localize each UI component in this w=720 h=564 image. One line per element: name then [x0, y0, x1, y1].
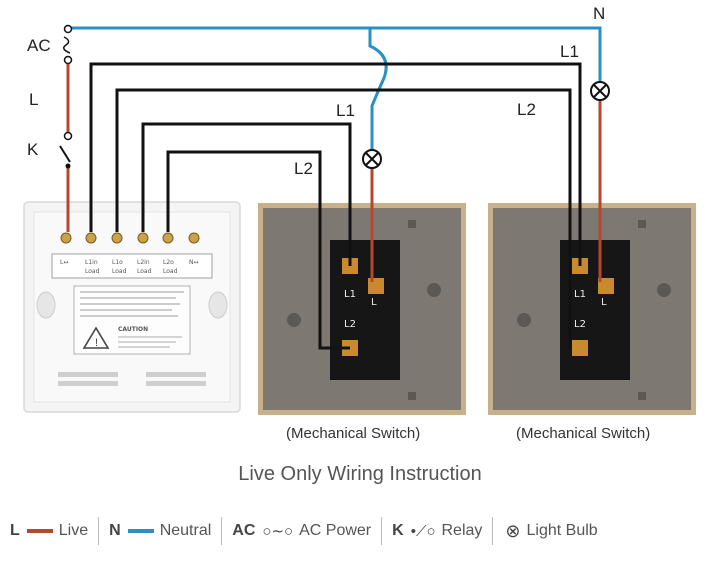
legend-ac: AC ○∼○ AC Power: [221, 517, 381, 545]
legend-relay-label: Relay: [441, 522, 483, 539]
mech-terminal-label: L: [601, 297, 607, 308]
terminal-label: L2in: [137, 259, 150, 266]
terminal-sublabel: Load: [112, 268, 127, 275]
terminal-sublabel: Load: [137, 268, 152, 275]
mechanical-switch-left: L1 L L2: [258, 203, 466, 415]
legend-bulb: ⊗ Light Bulb: [492, 517, 607, 545]
mechanical-switch-right: L1 L L2: [488, 203, 696, 415]
neutral-wire: [70, 26, 602, 150]
light-bulb-icon: [362, 149, 382, 169]
light-bulb-icon: ⊗: [505, 520, 521, 541]
wire-label-l1: L1: [336, 101, 355, 120]
terminal-label: L2o: [163, 259, 174, 266]
neutral-swatch: [127, 529, 154, 533]
mech-terminal-label: L: [371, 297, 377, 308]
wire-label-l2: L2: [517, 100, 536, 119]
legend-live: L Live: [0, 517, 98, 545]
legend-neutral-key: N: [109, 522, 121, 539]
terminal-label: L1o: [112, 259, 123, 266]
relay-icon: [59, 131, 73, 169]
terminal-sublabel: Load: [85, 268, 100, 275]
wire-label-l1: L1: [560, 42, 579, 61]
legend-relay: K •⟋○ Relay: [381, 517, 492, 545]
ac-source-icon: [63, 24, 73, 65]
terminal-screws: [60, 232, 200, 244]
legend-neutral: N Neutral: [98, 517, 221, 545]
traveller-wires: [89, 62, 582, 350]
light-bulb-icon: [590, 81, 610, 101]
legend-bulb-label: Light Bulb: [526, 522, 598, 539]
mech-terminal-label: L2: [574, 319, 586, 330]
neutral-label: N: [593, 4, 606, 23]
terminal-label: N↔: [189, 259, 199, 266]
mech-terminal-label: L1: [574, 289, 586, 300]
legend-ac-label: AC Power: [299, 522, 372, 539]
live-label: L: [29, 90, 39, 109]
legend-neutral-label: Neutral: [159, 522, 212, 539]
mech-terminal-label: L1: [344, 289, 356, 300]
legend-live-label: Live: [58, 522, 89, 539]
wire-label-l2: L2: [294, 159, 313, 178]
ac-power-icon: ○∼○: [262, 523, 294, 540]
legend-live-key: L: [10, 522, 20, 539]
terminal-sublabel: Load: [163, 268, 178, 275]
svg-text:!: !: [95, 337, 98, 349]
live-swatch: [26, 529, 53, 533]
legend: L Live N Neutral AC ○∼○ AC Power K •⟋○ R…: [0, 514, 720, 548]
caution-label: CAUTION: [118, 326, 148, 333]
terminal-label: L1in: [85, 259, 98, 266]
live-wires: [66, 62, 602, 282]
mech-terminal-label: L2: [344, 319, 356, 330]
diagram-title: Live Only Wiring Instruction: [238, 463, 482, 485]
ac-label: AC: [27, 36, 51, 55]
legend-relay-key: K: [392, 522, 404, 539]
terminal-label: L↔: [60, 259, 68, 266]
warning-icon: [82, 326, 110, 349]
relay-label: K: [27, 140, 39, 159]
legend-ac-key: AC: [232, 522, 256, 539]
switch-caption-right: (Mechanical Switch): [516, 425, 651, 442]
relay-icon: •⟋○: [410, 522, 436, 540]
smart-switch: L↔ L1in L1o L2in L2o N↔ Load Load Load L…: [23, 201, 241, 413]
switch-caption-left: (Mechanical Switch): [286, 425, 421, 442]
